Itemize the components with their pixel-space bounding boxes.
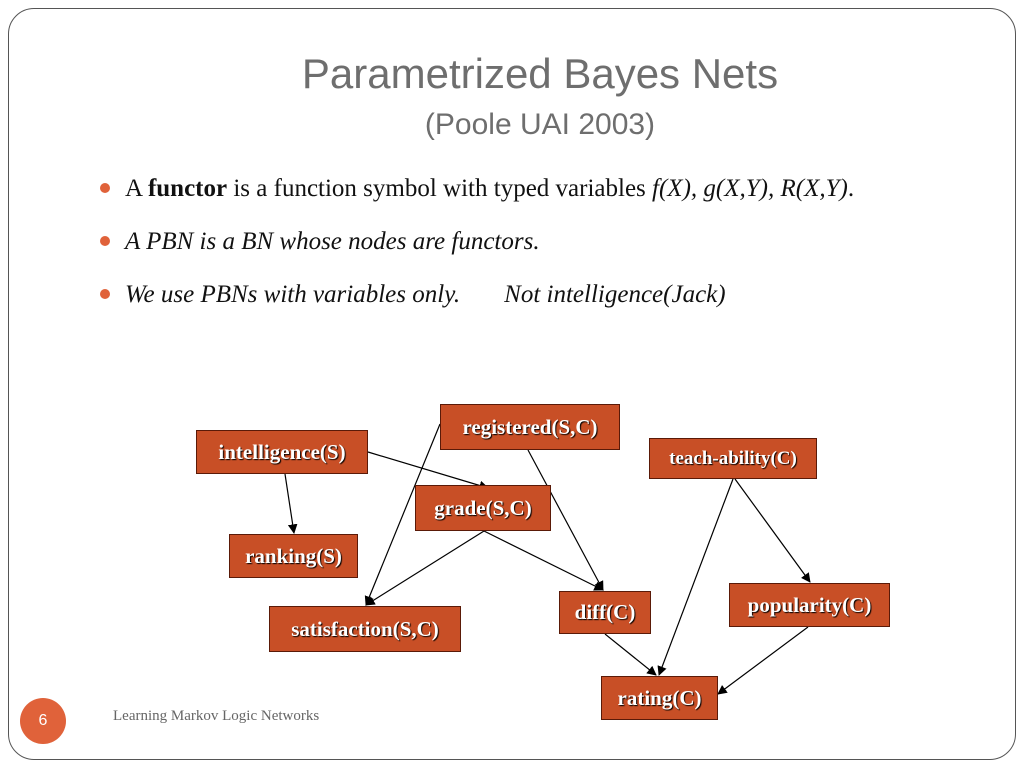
- bullet-pbn-definition: A PBN is a BN whose nodes are functors.: [100, 221, 920, 262]
- bullet-functor: A functor is a function symbol with type…: [100, 168, 920, 209]
- bullet-3-note: Not intelligence(Jack): [504, 281, 726, 308]
- edge-grade-diff: [483, 530, 604, 591]
- node-rating: rating(C): [601, 676, 718, 720]
- node-popularity: popularity(C): [729, 583, 890, 627]
- node-intelligence: intelligence(S): [196, 430, 368, 474]
- bullet-list: A functor is a function symbol with type…: [100, 168, 920, 327]
- node-grade: grade(S,C): [415, 485, 551, 531]
- bullet-2-text: A PBN is a BN whose nodes are functors.: [125, 228, 540, 255]
- bullet-1-prefix: A: [125, 175, 148, 202]
- node-satisfaction: satisfaction(S,C): [269, 606, 461, 652]
- edge-teach-popularity: [734, 478, 811, 583]
- bullet-1-bold-term: functor: [147, 175, 228, 202]
- slide-subtitle: (Poole UAI 2003): [424, 108, 656, 141]
- edge-teach-rating: [657, 478, 734, 676]
- bullet-3-text: We use PBNs with variables only.: [125, 281, 461, 308]
- edge-popularity-rating: [717, 626, 809, 695]
- node-diff: diff(C): [559, 591, 651, 634]
- edge-grade-satisfaction: [365, 530, 485, 606]
- edge-registered-diff: [527, 449, 604, 591]
- bullet-variables-only: We use PBNs with variables only. Not inte…: [100, 274, 920, 315]
- slide-title: Parametrized Bayes Nets: [301, 50, 779, 97]
- edge-intelligence-grade: [367, 451, 489, 491]
- bullet-1-text: is a function symbol with typed variable…: [227, 175, 653, 202]
- node-registered: registered(S,C): [440, 404, 620, 450]
- page-number-badge: 6: [20, 698, 66, 744]
- footer-text: Learning Markov Logic Networks: [113, 708, 320, 724]
- edge-diff-rating: [604, 633, 657, 676]
- edge-registered-satisfaction: [364, 423, 441, 606]
- node-ranking: ranking(S): [229, 534, 358, 578]
- edge-intelligence-ranking: [284, 473, 298, 534]
- bullet-1-end: .: [847, 175, 855, 202]
- node-teach-ability: teach-ability(C): [649, 438, 817, 479]
- slide-frame: [8, 8, 1016, 760]
- bullet-1-examples: f(X), g(X,Y), R(X,Y): [652, 175, 848, 202]
